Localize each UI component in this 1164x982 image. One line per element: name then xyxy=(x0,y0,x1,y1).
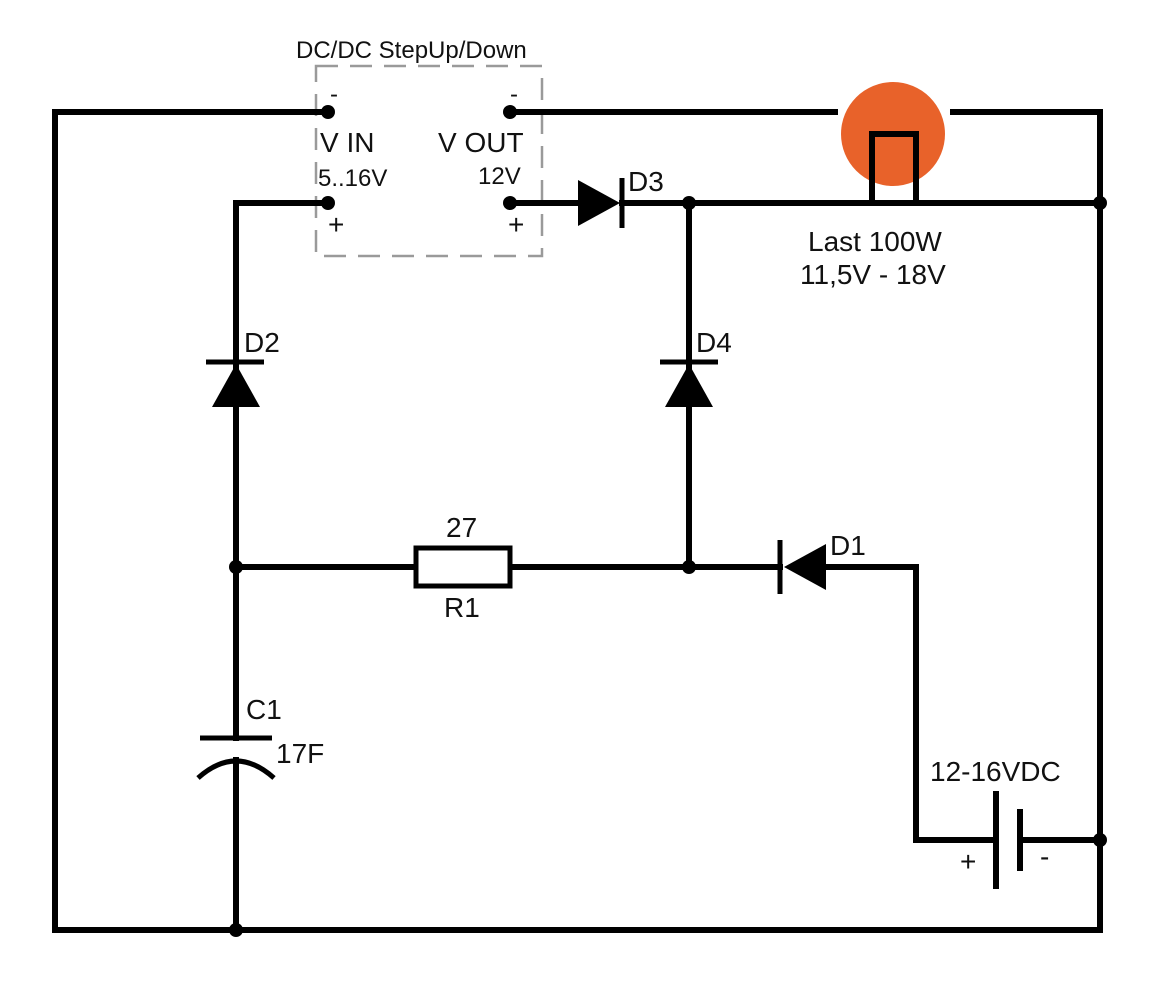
junction-dot xyxy=(1093,833,1107,847)
vin-minus-sign: - xyxy=(330,81,338,108)
junction-dot xyxy=(682,560,696,574)
junction-dot xyxy=(229,560,243,574)
vout-value-label: 12V xyxy=(478,163,521,190)
capacitor-c1-label: C1 xyxy=(246,694,282,725)
diode-d3: D3 xyxy=(578,166,664,228)
wire-d1-battery xyxy=(823,564,999,843)
resistor-r1: 27 R1 xyxy=(413,512,513,623)
junctions xyxy=(229,196,1107,937)
vin-plus-sign: + xyxy=(328,209,344,240)
junction-dot xyxy=(682,196,696,210)
vout-plus-sign: + xyxy=(508,209,524,240)
battery-label: 12-16VDC xyxy=(930,756,1061,787)
diode-d2: D2 xyxy=(206,327,280,407)
diode-d1-label: D1 xyxy=(830,530,866,561)
capacitor-c1: C1 17F xyxy=(196,694,324,780)
junction-dot xyxy=(1093,196,1107,210)
diode-d2-triangle xyxy=(212,364,260,407)
battery-minus-sign: - xyxy=(1040,841,1049,872)
load-label-power: Last 100W xyxy=(808,226,942,257)
resistor-r1-body xyxy=(413,545,513,589)
battery: 12-16VDC + - xyxy=(930,756,1061,889)
battery-plus-sign: + xyxy=(960,846,976,877)
wire-ground-loop xyxy=(52,109,1103,933)
capacitor-c1-plate-bottom xyxy=(196,758,276,780)
load-label-voltage: 11,5V - 18V xyxy=(800,259,946,290)
dcdc-converter: DC/DC StepUp/Down V IN 5..16V V OUT 12V … xyxy=(296,37,544,258)
vout-minus-sign: - xyxy=(510,81,518,108)
resistor-r1-label: R1 xyxy=(444,592,480,623)
diode-d4: D4 xyxy=(660,327,732,407)
diode-d4-label: D4 xyxy=(696,327,732,358)
load-filament xyxy=(869,131,919,206)
capacitor-c1-value: 17F xyxy=(276,738,324,769)
vin-label: V IN xyxy=(320,127,374,158)
diode-d4-triangle xyxy=(665,364,713,407)
vin-range-label: 5..16V xyxy=(318,165,387,192)
wire-vin-plus xyxy=(233,200,331,933)
capacitor-gap-mask xyxy=(228,741,244,757)
converter-box xyxy=(314,64,544,258)
vout-label: V OUT xyxy=(438,127,524,158)
diode-d3-triangle xyxy=(578,180,620,226)
junction-dot xyxy=(229,923,243,937)
diode-d1-triangle xyxy=(784,544,826,590)
diode-d1: D1 xyxy=(777,530,866,594)
wires xyxy=(52,109,1103,933)
diode-d2-label: D2 xyxy=(244,327,280,358)
diode-d3-label: D3 xyxy=(628,166,664,197)
load: Last 100W 11,5V - 18V xyxy=(800,82,950,290)
converter-title: DC/DC StepUp/Down xyxy=(296,37,527,64)
resistor-r1-value: 27 xyxy=(446,512,477,543)
